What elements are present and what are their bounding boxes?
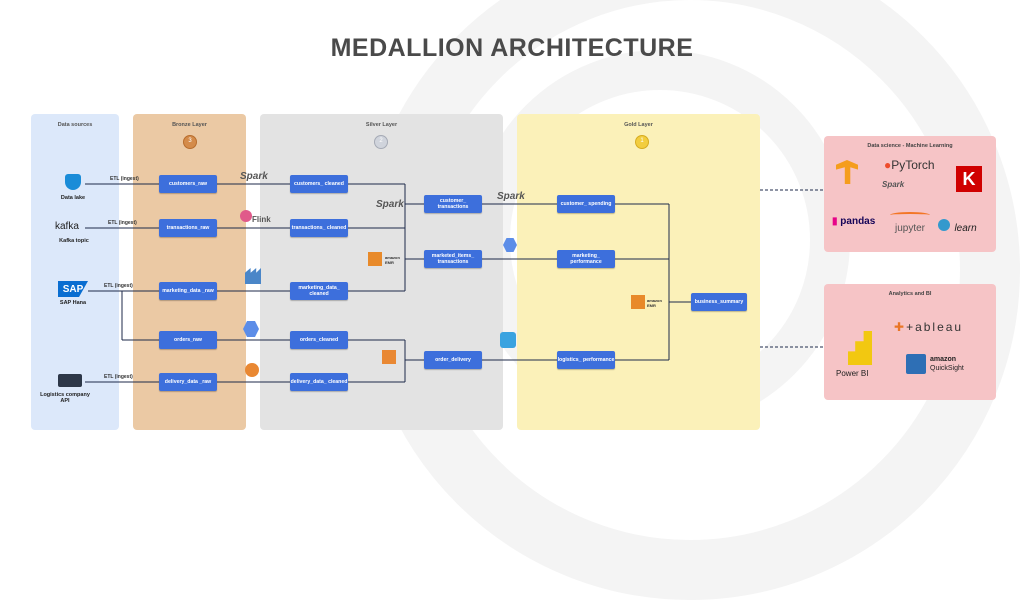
quicksight-label: QuickSight bbox=[930, 365, 964, 372]
sap-logo-icon: SAP bbox=[58, 281, 88, 297]
jupyter-orbit-icon bbox=[890, 212, 930, 218]
gold-lane-title: Gold Layer bbox=[624, 122, 653, 128]
connector-lines bbox=[85, 183, 824, 383]
jupyter-label: jupyter bbox=[894, 223, 925, 234]
sap-logo-text: SAP bbox=[62, 283, 84, 295]
data-lake-icon bbox=[65, 174, 81, 190]
sklearn-label: learn bbox=[954, 223, 977, 234]
bronze-medal-number: 3 bbox=[188, 138, 192, 144]
gold-medal-number: 1 bbox=[640, 138, 644, 144]
truck-icon bbox=[58, 374, 82, 387]
node-marketing-performance[interactable]: marketing_ performance bbox=[557, 250, 615, 268]
kafka-logo-icon: kafka bbox=[55, 221, 79, 232]
flink-logo: Flink bbox=[252, 215, 271, 224]
tableau-cross-icon: ✚ bbox=[894, 320, 907, 334]
node-business-summary[interactable]: business_summary bbox=[691, 293, 747, 311]
spark-logo: Spark bbox=[240, 171, 268, 182]
sklearn-logo: learn bbox=[938, 218, 977, 236]
node-orders-cleaned[interactable]: orders_cleaned bbox=[290, 331, 348, 349]
silver-medal-number: 2 bbox=[379, 138, 383, 144]
emr-label: amazon EMR bbox=[647, 298, 662, 308]
node-transactions-cleaned[interactable]: transactions_ cleaned bbox=[290, 219, 348, 237]
silver-medal-icon: 2 bbox=[374, 135, 388, 149]
node-customers-raw[interactable]: customers_raw bbox=[159, 175, 217, 193]
etl-label: ETL (ingest) bbox=[110, 176, 139, 182]
bigquery-icon bbox=[503, 238, 517, 252]
keras-letter: K bbox=[962, 168, 976, 189]
node-marketing-data-raw[interactable]: marketing_data _raw bbox=[159, 282, 217, 300]
data-lake-label: Data lake bbox=[60, 195, 86, 201]
tableau-label: +ableau bbox=[906, 320, 964, 334]
spark-logo: Spark bbox=[882, 180, 905, 189]
node-customer-spending[interactable]: customer_ spending bbox=[557, 195, 615, 213]
airflow-icon bbox=[245, 363, 259, 377]
spark-logo: Spark bbox=[376, 199, 404, 210]
flink-squirrel-icon bbox=[240, 210, 252, 222]
spark-logo: Spark bbox=[497, 191, 525, 202]
node-delivery-data-raw[interactable]: delivery_data _raw bbox=[159, 373, 217, 391]
kafka-logo-text: kafka bbox=[55, 221, 79, 232]
data-science-panel-title: Data science - Machine Learning bbox=[867, 143, 953, 149]
analytics-bi-panel: Analytics and BI ✚+ableau Power BI amazo… bbox=[824, 284, 996, 400]
node-order-delivery[interactable]: order_delivery bbox=[424, 351, 482, 369]
logistics-api-label: Logistics company API bbox=[40, 392, 90, 404]
etl-label: ETL (ingest) bbox=[104, 374, 133, 380]
bigquery-icon bbox=[243, 321, 259, 337]
bronze-lane-title: Bronze Layer bbox=[172, 122, 207, 128]
analytics-bi-panel-title: Analytics and BI bbox=[888, 291, 932, 297]
silver-lane-title: Silver Layer bbox=[365, 122, 398, 128]
node-customer-transactions[interactable]: customer_ transactions bbox=[424, 195, 482, 213]
node-customers-cleaned[interactable]: customers_ cleaned bbox=[290, 175, 348, 193]
dataflow-icon bbox=[500, 332, 516, 348]
quicksight-icon bbox=[906, 354, 926, 374]
tensorflow-icon bbox=[836, 160, 858, 184]
sklearn-circles-icon bbox=[938, 219, 950, 231]
pytorch-label: PyTorch bbox=[891, 158, 935, 172]
sources-lane-title: Data sources bbox=[57, 122, 93, 128]
pytorch-logo: ●PyTorch bbox=[884, 158, 935, 172]
etl-label: ETL (ingest) bbox=[104, 283, 133, 289]
emr-icon bbox=[631, 295, 645, 309]
node-marketed-items-transactions[interactable]: marketed_items_ transactions bbox=[424, 250, 482, 268]
bronze-medal-icon: 3 bbox=[183, 135, 197, 149]
node-transactions-raw[interactable]: transactions_raw bbox=[159, 219, 217, 237]
gold-medal-icon: 1 bbox=[635, 135, 649, 149]
tableau-logo: ✚+ableau bbox=[894, 320, 963, 334]
keras-logo: K bbox=[956, 166, 982, 192]
kafka-topic-label: Kafka topic bbox=[59, 238, 89, 244]
gold-lane: Gold Layer 1 bbox=[517, 114, 760, 430]
data-science-panel: Data science - Machine Learning ●PyTorch… bbox=[824, 136, 996, 252]
quicksight-label-amazon: amazon bbox=[930, 356, 957, 363]
node-orders-raw[interactable]: orders_raw bbox=[159, 331, 217, 349]
sap-hana-label: SAP Hana bbox=[59, 300, 87, 306]
factory-icon bbox=[245, 268, 261, 284]
emr-icon bbox=[368, 252, 382, 266]
node-marketing-data-cleaned[interactable]: marketing_data_ cleaned bbox=[290, 282, 348, 300]
pandas-bars-icon: ▮ bbox=[832, 216, 838, 227]
node-delivery-data-cleaned[interactable]: delivery_data_ cleaned bbox=[290, 373, 348, 391]
powerbi-label: Power BI bbox=[836, 369, 869, 378]
etl-label: ETL (ingest) bbox=[108, 220, 137, 226]
aws-icon bbox=[382, 350, 396, 364]
pytorch-flame-icon: ● bbox=[884, 158, 892, 172]
page-title: MEDALLION ARCHITECTURE bbox=[330, 34, 694, 62]
node-logistics-performance[interactable]: logistics_ performance bbox=[557, 351, 615, 369]
pandas-logo: ▮ pandas bbox=[832, 216, 875, 227]
powerbi-icon bbox=[848, 331, 872, 365]
jupyter-logo: jupyter bbox=[890, 212, 930, 236]
pandas-label: pandas bbox=[840, 216, 876, 227]
emr-label: amazon EMR bbox=[385, 255, 400, 265]
